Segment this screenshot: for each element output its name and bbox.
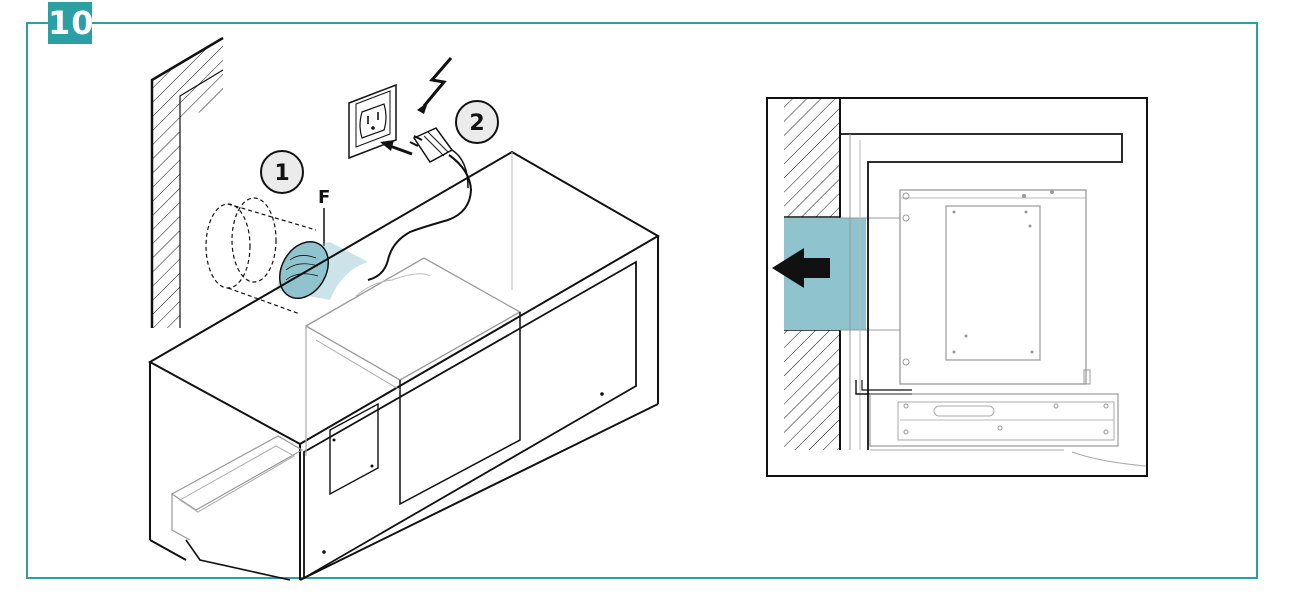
callout-1: 1: [260, 150, 304, 194]
detail-hood: [899, 189, 1091, 385]
grease-filter-tray: [170, 435, 304, 581]
callout-2: 2: [455, 100, 499, 144]
exhaust-arrow-icon: [772, 248, 830, 288]
callout-2-number: 2: [469, 111, 484, 136]
lightning-icon: [417, 57, 453, 114]
wall-outlet: [348, 83, 397, 160]
range-hood: [304, 257, 522, 506]
exhaust-duct-dashed: [205, 197, 317, 315]
step-number-badge: 10: [48, 2, 95, 44]
step-frame: [26, 22, 1258, 579]
callout-1-number: 1: [274, 161, 289, 186]
cabinet: [147, 150, 660, 581]
detail-wall: [784, 99, 841, 450]
power-plug: [367, 127, 473, 281]
right-illustration: [766, 97, 1148, 477]
left-illustration: 2 1 F: [147, 36, 660, 581]
duct-collar-f: [276, 241, 368, 300]
hatched-wall: [150, 36, 224, 328]
detail-cabinet-top: [840, 133, 1123, 450]
detail-hood-bottom: [869, 393, 1147, 467]
part-label-f: F: [318, 187, 330, 208]
insert-arrow-icon: [380, 140, 413, 156]
